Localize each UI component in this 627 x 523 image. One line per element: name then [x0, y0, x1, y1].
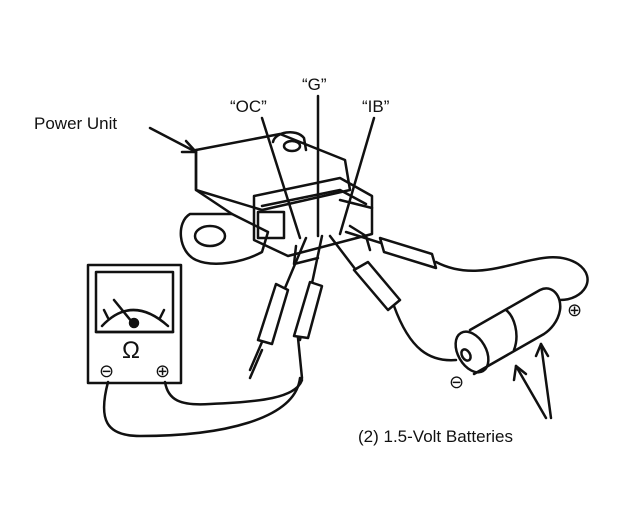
callout-lines: [148, 94, 553, 420]
power-unit-label: Power Unit: [34, 114, 118, 133]
battery-negative-lead: [328, 234, 458, 362]
mounting-hole: [193, 224, 227, 248]
meter-positive-lead: [163, 378, 304, 406]
power-unit-leader: [148, 126, 198, 154]
ib-terminal-label: “IB”: [362, 97, 390, 116]
meter-negative-lead: [102, 376, 302, 438]
terminal-connector: [252, 176, 374, 258]
ib-leader: [338, 116, 376, 236]
battery-positive-terminal: ⊕: [567, 300, 583, 320]
multimeter: [86, 263, 183, 385]
g-terminal-label: “G”: [302, 75, 327, 94]
power-unit-body: [194, 132, 352, 212]
meter-needle: [112, 298, 134, 324]
oc-leader: [260, 116, 302, 240]
power-unit: [179, 130, 374, 266]
battery-leader-2: [539, 342, 553, 420]
battery-leader-1: [514, 364, 548, 420]
probe-oc: [248, 236, 308, 380]
ohm-symbol: Ω: [122, 337, 140, 364]
battery-1-end: [454, 330, 490, 374]
battery-negative-terminal: ⊖: [449, 372, 465, 392]
probe-g: [292, 234, 324, 380]
meter-case: [86, 263, 183, 385]
oc-terminal-label: “OC”: [230, 97, 267, 116]
battery-positive-lead: [344, 230, 589, 302]
meter-positive-terminal: ⊕: [155, 361, 171, 381]
mounting-flange: [179, 212, 270, 265]
batteries-label: (2) 1.5-Volt Batteries: [358, 427, 513, 446]
meter-negative-terminal: ⊖: [99, 361, 115, 381]
batteries: [454, 287, 562, 376]
